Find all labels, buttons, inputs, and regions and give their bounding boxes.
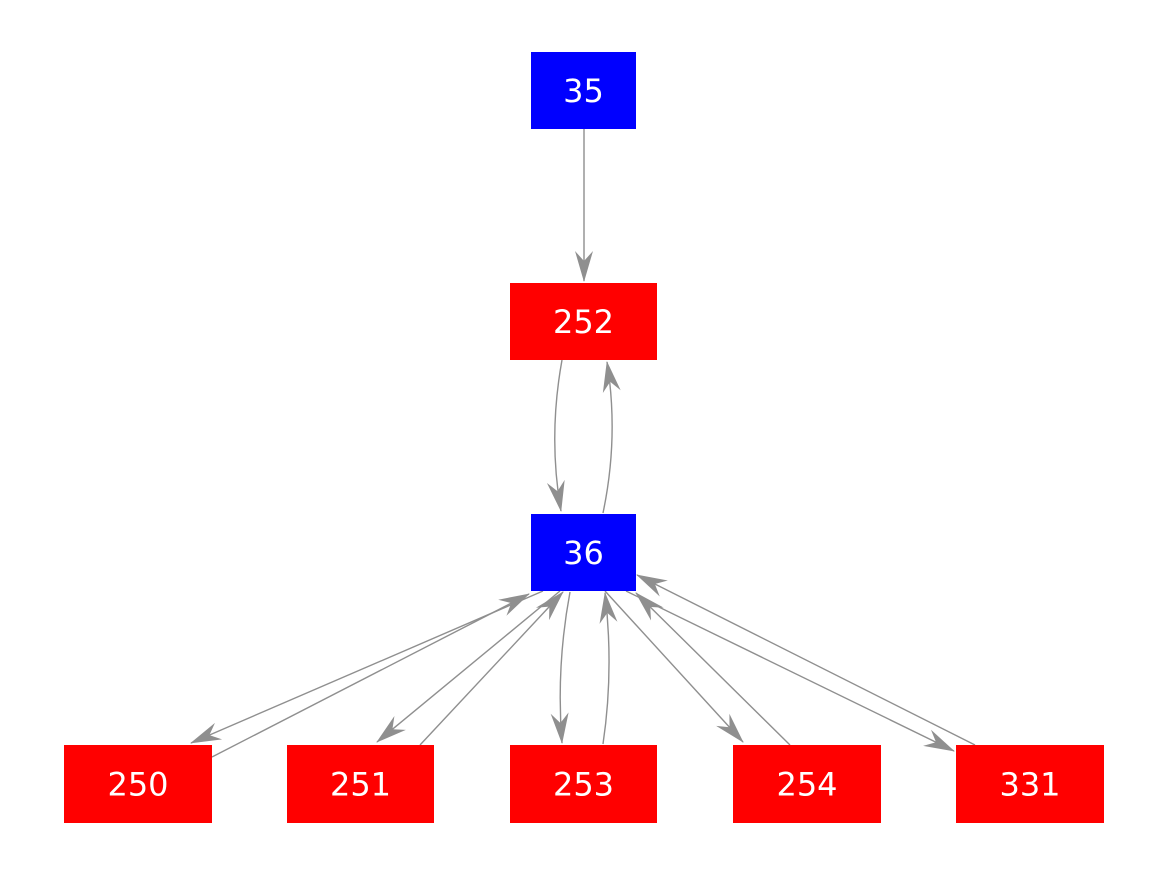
edge-254-to-36 xyxy=(635,592,791,746)
node-251: 251 xyxy=(287,745,434,823)
node-331: 331 xyxy=(956,745,1104,823)
node-36-box xyxy=(531,514,636,591)
node-252-box xyxy=(510,283,657,360)
node-35: 35 xyxy=(531,52,636,129)
node-252: 252 xyxy=(510,283,657,360)
node-250-label: 250 xyxy=(107,766,168,804)
node-251-box xyxy=(287,745,434,823)
edge-36-to-254 xyxy=(604,590,744,743)
edge-331-to-36 xyxy=(636,574,976,746)
edge-36-to-331 xyxy=(625,590,955,752)
edge-36-to-251 xyxy=(376,590,561,743)
node-254: 254 xyxy=(733,745,881,823)
nodes-layer: 35 252 36 250 251 253 254 331 xyxy=(64,52,1104,823)
edge-252-to-36 xyxy=(546,359,565,512)
edge-253-to-36 xyxy=(599,592,618,745)
edge-251-to-36 xyxy=(419,591,564,746)
node-253: 253 xyxy=(510,745,657,823)
edge-250-to-36 xyxy=(211,593,530,758)
node-36-label: 36 xyxy=(563,534,604,572)
node-251-label: 251 xyxy=(330,766,391,804)
node-254-box xyxy=(733,745,881,823)
node-252-label: 252 xyxy=(553,303,614,341)
node-35-box xyxy=(531,52,636,129)
node-253-box xyxy=(510,745,657,823)
node-331-label: 331 xyxy=(999,766,1060,804)
edge-36-to-252 xyxy=(602,361,621,514)
node-253-label: 253 xyxy=(553,766,614,804)
edge-36-to-253 xyxy=(550,591,571,744)
edges-layer xyxy=(190,129,976,758)
node-250: 250 xyxy=(64,745,212,823)
node-35-label: 35 xyxy=(563,72,604,110)
node-254-label: 254 xyxy=(776,766,837,804)
node-331-box xyxy=(956,745,1104,823)
node-250-box xyxy=(64,745,212,823)
node-36: 36 xyxy=(531,514,636,591)
